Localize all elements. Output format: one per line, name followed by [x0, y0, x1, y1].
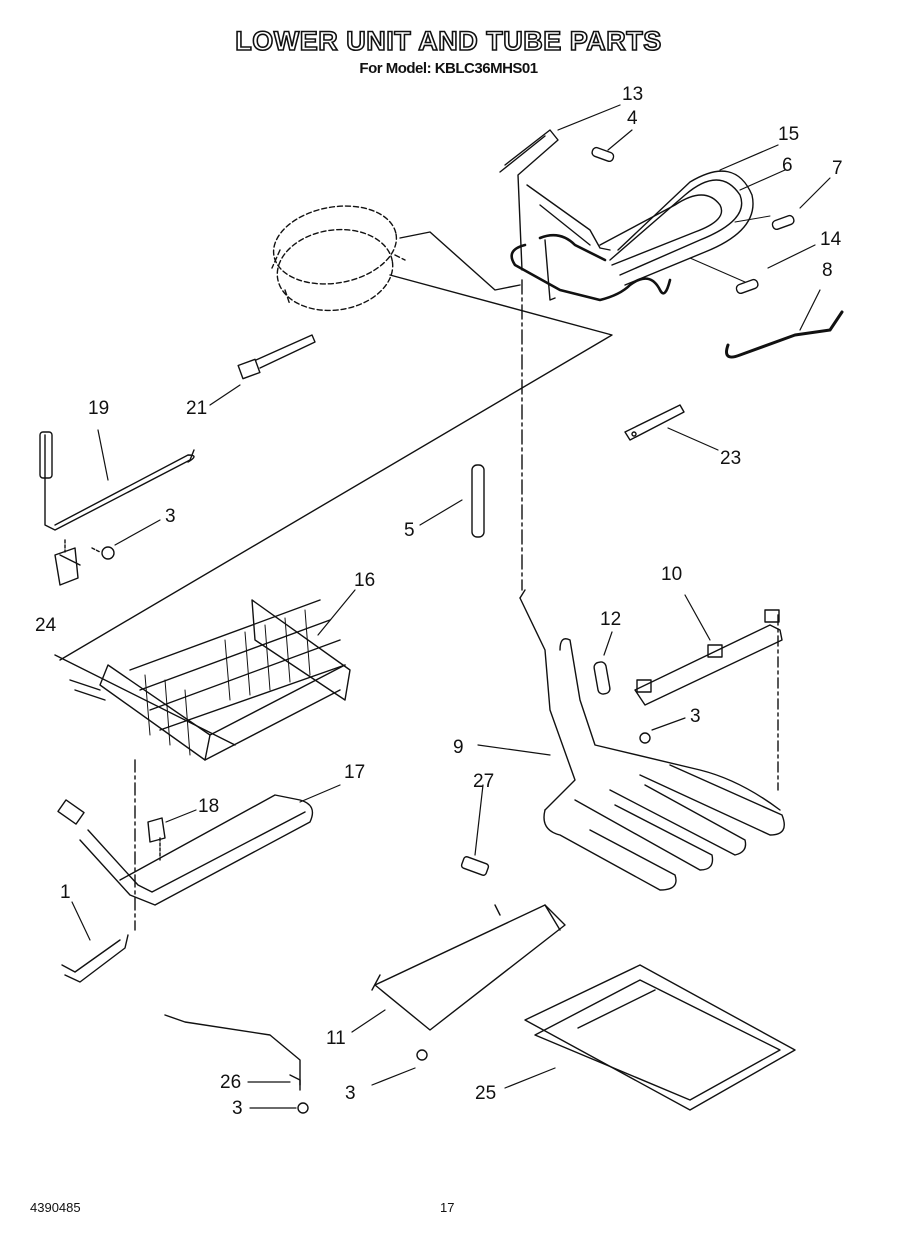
- wire-1: [61, 934, 129, 983]
- callout-24: 24: [35, 615, 57, 636]
- callout-8: 8: [822, 260, 833, 281]
- fitting-4: [591, 146, 615, 163]
- compressor-line: [399, 231, 521, 291]
- callout-4: 4: [627, 108, 638, 129]
- callout-3-c: 3: [232, 1098, 243, 1119]
- document-number: 4390485: [30, 1200, 81, 1215]
- callout-27: 27: [473, 771, 495, 792]
- page-number: 17: [440, 1200, 455, 1215]
- screw-3-a: [101, 546, 115, 560]
- heat-exchanger-loop: [599, 170, 754, 286]
- tube-12: [593, 661, 611, 695]
- boundary-line: [54, 274, 613, 746]
- callout-1: 1: [60, 882, 71, 903]
- callout-14: 14: [820, 229, 842, 250]
- capillary-tube: [510, 243, 672, 302]
- page-title: LOWER UNIT AND TUBE PARTS: [234, 25, 662, 57]
- callout-21: 21: [186, 398, 208, 419]
- wire-26: [164, 1014, 301, 1091]
- callout-18: 18: [198, 796, 220, 817]
- bracket-24: [54, 547, 81, 586]
- callout-15: 15: [778, 124, 800, 145]
- callout-12: 12: [600, 609, 622, 630]
- heater-17: [57, 794, 314, 906]
- callout-3-b: 3: [690, 706, 701, 727]
- heater-19: [39, 431, 195, 531]
- part-21: [237, 334, 316, 380]
- callout-5: 5: [404, 520, 415, 541]
- callout-26: 26: [220, 1072, 242, 1093]
- suction-line-assembly: [499, 129, 611, 301]
- callout-17: 17: [344, 762, 366, 783]
- callout-25: 25: [475, 1083, 497, 1104]
- drain-heater-9: [519, 589, 785, 891]
- clip-18: [147, 817, 166, 843]
- screw-3-b: [639, 732, 651, 744]
- model-subtitle: For Model: KBLC36MHS01: [359, 60, 538, 77]
- tube-5: [471, 464, 485, 538]
- leader-arrows: [71, 104, 831, 1109]
- tray-11: [371, 904, 566, 1031]
- callout-10: 10: [661, 564, 683, 585]
- callout-3-a: 3: [165, 506, 176, 527]
- callout-11: 11: [326, 1028, 346, 1049]
- fitting-7: [771, 214, 795, 231]
- callout-23: 23: [720, 448, 742, 469]
- fitting-14: [735, 278, 759, 295]
- clip-27: [460, 856, 490, 876]
- callout-7: 7: [832, 158, 843, 179]
- evaporator-16: [69, 599, 351, 761]
- callout-19: 19: [88, 398, 110, 419]
- part-23: [624, 404, 685, 441]
- callout-9: 9: [453, 737, 464, 758]
- callout-13: 13: [622, 84, 644, 105]
- pan-25: [524, 964, 796, 1111]
- callout-3-d: 3: [345, 1083, 356, 1104]
- compressor-outline: [271, 205, 406, 312]
- tube-8: [725, 310, 844, 359]
- rail-10: [634, 609, 783, 706]
- callout-6: 6: [782, 155, 793, 176]
- screw-3-d: [297, 1102, 309, 1114]
- callout-16: 16: [354, 570, 376, 591]
- screw-3-c: [416, 1049, 428, 1061]
